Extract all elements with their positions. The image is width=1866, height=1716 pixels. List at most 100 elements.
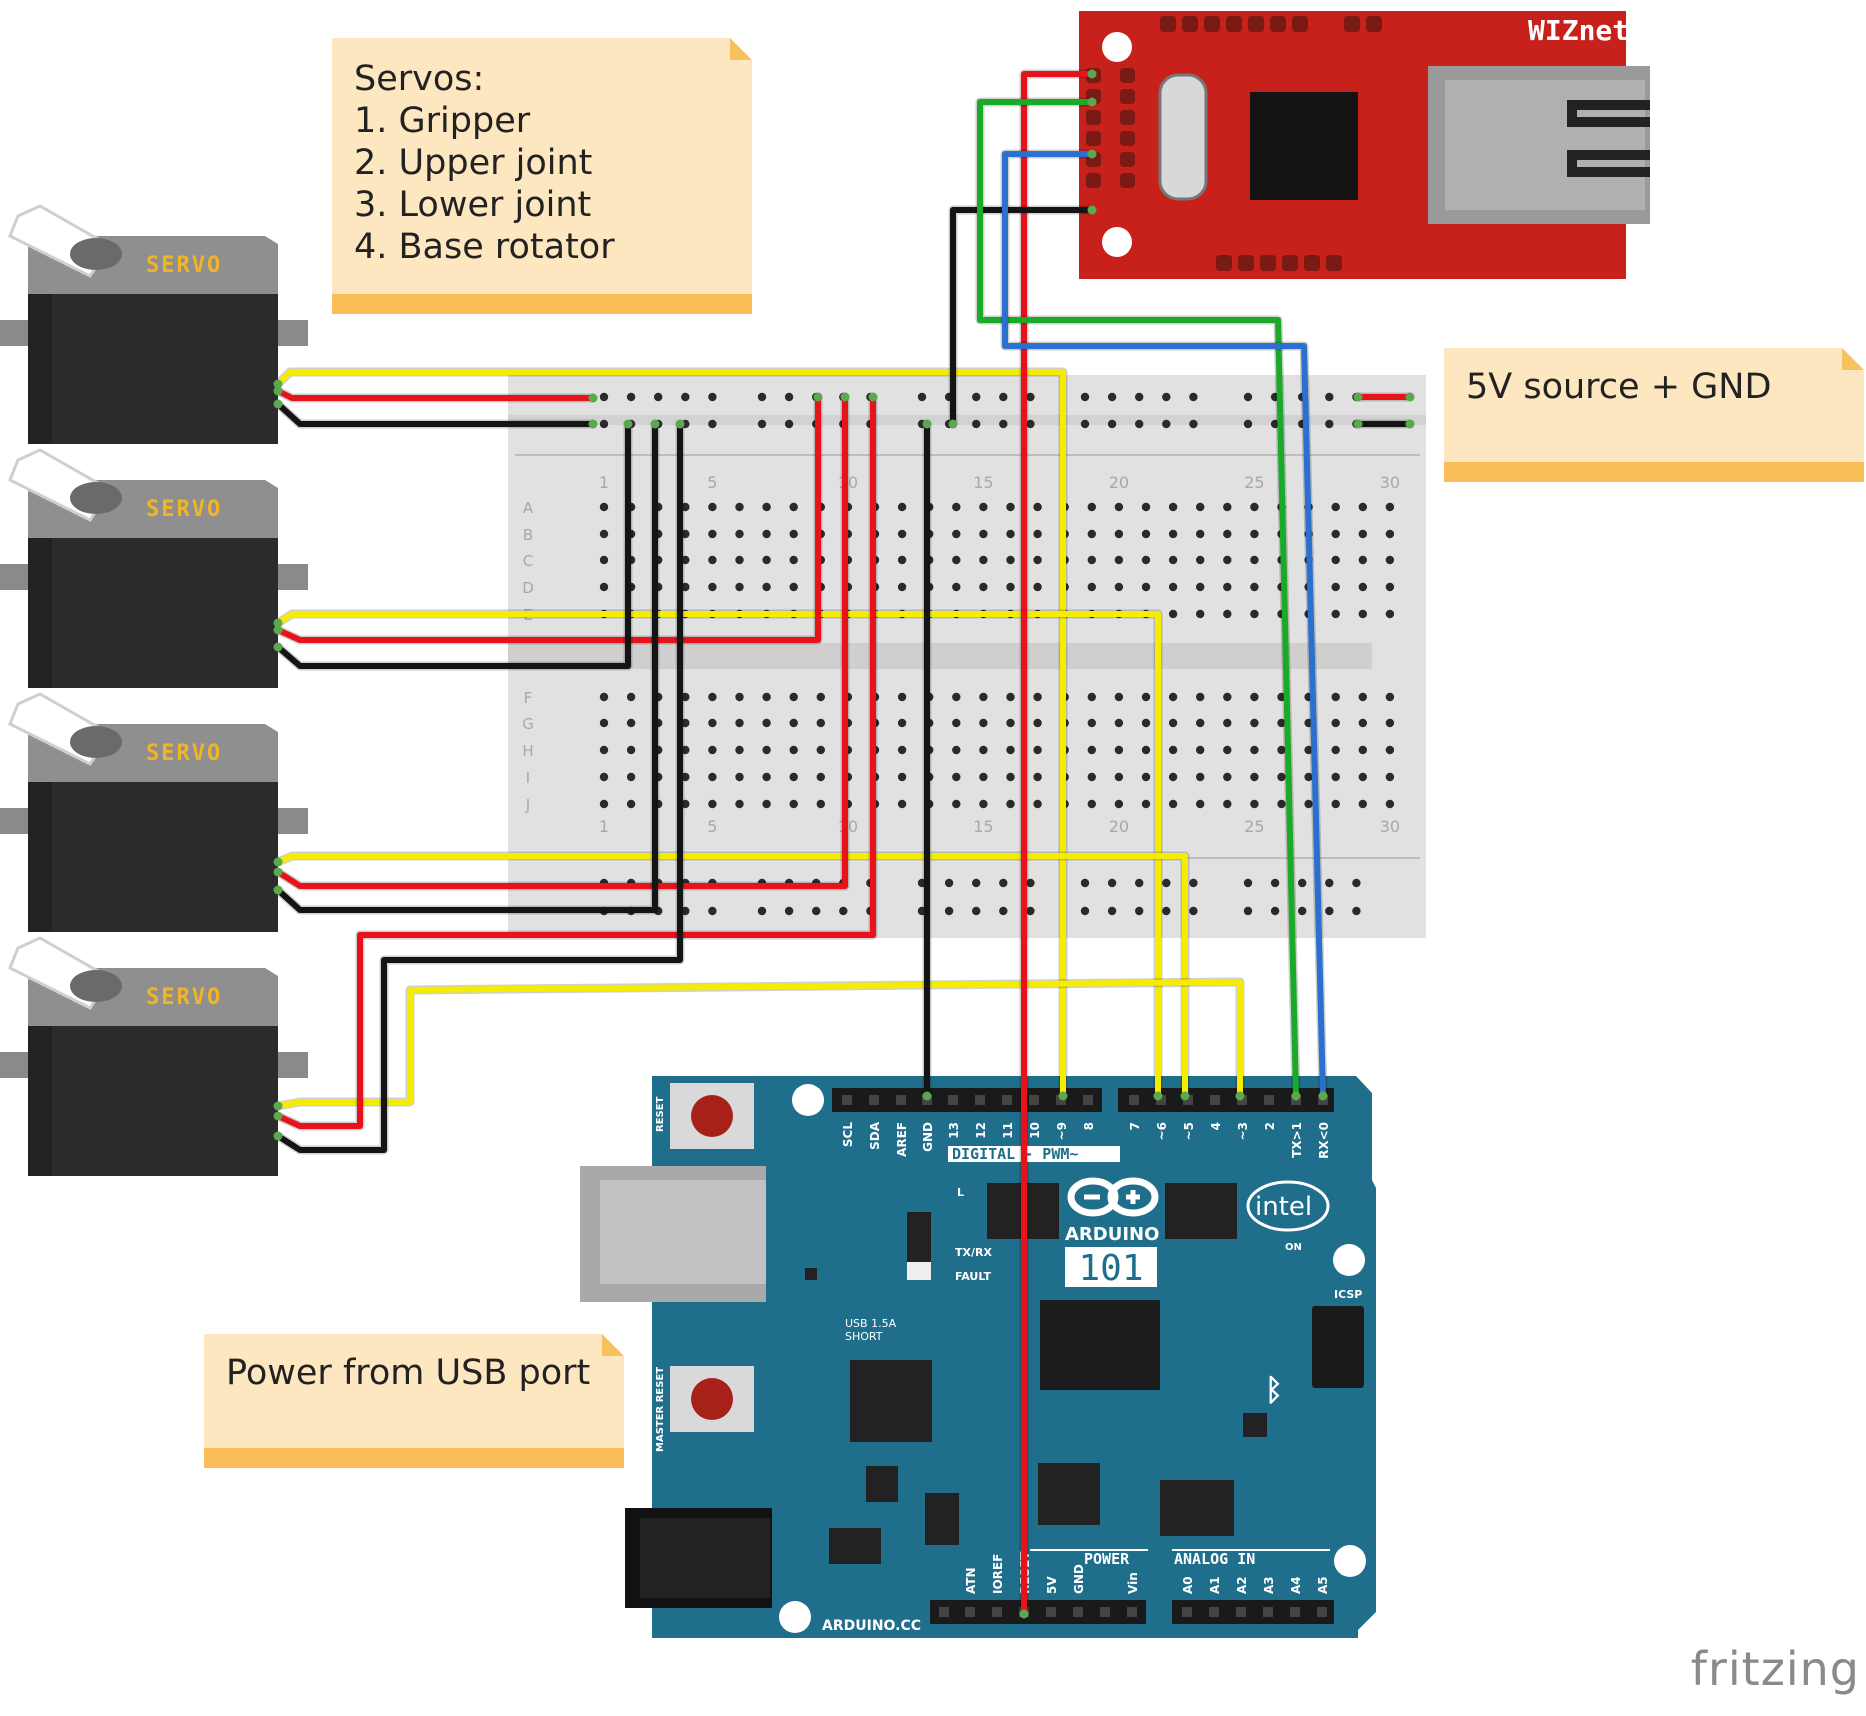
breadboard-hole — [952, 745, 961, 755]
master-reset-button-cap — [691, 1378, 733, 1420]
breadboard-hole — [681, 718, 690, 728]
breadboard-hole — [1250, 529, 1259, 539]
breadboard-rail-hole — [1107, 906, 1117, 916]
breadboard-column-number: 1 — [599, 473, 609, 492]
wire-endpoints — [273, 69, 1415, 1619]
servo-list-note: Servos: 1. Gripper 2. Upper joint 3. Low… — [332, 38, 752, 314]
breadboard-hole — [1331, 529, 1340, 539]
breadboard-rail-hole — [972, 906, 981, 916]
wire-servo1-signal — [275, 369, 1066, 1099]
wire-endpoint — [588, 393, 598, 403]
breadboard-hole — [626, 799, 636, 809]
breadboard-hole — [1385, 502, 1395, 512]
servo-body — [28, 538, 278, 688]
header-pin — [948, 1095, 958, 1105]
arduino-101-board: ᛒ ARDUINO 101 intel ON ICSP L TX/RX FAUL… — [580, 1076, 1376, 1638]
breadboard-hole — [1033, 582, 1042, 592]
wire-servo2-power — [275, 394, 821, 643]
breadboard-hole — [1385, 609, 1395, 619]
wiznet-pin — [1120, 152, 1135, 167]
master-reset-label: MASTER RESET — [655, 1367, 666, 1452]
wire-wiznet-tx — [977, 99, 1299, 1099]
breadboard-hole — [1087, 529, 1097, 539]
wiznet-crystal — [1158, 73, 1208, 201]
wire-endpoint — [273, 867, 283, 877]
wire-endpoint — [922, 419, 932, 429]
breadboard-hole — [897, 799, 907, 809]
servo-list-item: 4. Base rotator — [354, 227, 615, 267]
breadboard-hole — [735, 529, 744, 539]
breadboard-hole — [1033, 555, 1042, 565]
breadboard-hole — [952, 555, 961, 565]
power-header-label: POWER — [1084, 1550, 1130, 1568]
breadboard-hole — [1114, 555, 1124, 565]
servo-label: SERVO — [146, 497, 222, 522]
wire-endpoint — [840, 392, 850, 402]
breadboard-column-number: 20 — [1109, 817, 1129, 836]
wiznet-pin — [1120, 68, 1135, 83]
wire-endpoint — [813, 392, 823, 402]
note-fold — [602, 1334, 624, 1356]
breadboard-column-number: 30 — [1380, 473, 1400, 492]
header-pin — [1046, 1607, 1056, 1617]
intel-logo: intel — [1255, 1192, 1312, 1222]
breadboard-hole — [979, 745, 988, 755]
breadboard-hole — [1087, 582, 1097, 592]
breadboard-hole — [708, 529, 717, 539]
wiznet-mount-hole — [1102, 32, 1132, 62]
breadboard-hole — [1196, 582, 1205, 592]
breadboard-rail-hole — [1325, 906, 1334, 916]
smd-component — [805, 1268, 817, 1280]
breadboard-rail-hole — [1325, 878, 1334, 888]
header-pin — [896, 1095, 906, 1105]
usb-fuse-text: USB 1.5A — [845, 1317, 897, 1330]
breadboard-hole — [816, 799, 825, 809]
breadboard-hole — [1358, 772, 1368, 782]
breadboard-hole — [816, 745, 825, 755]
breadboard-hole — [789, 582, 798, 592]
wire-endpoint — [1087, 205, 1097, 215]
breadboard-hole — [1331, 772, 1340, 782]
breadboard-hole — [1196, 692, 1205, 702]
note-fold — [730, 38, 752, 60]
header-pin — [992, 1607, 1002, 1617]
breadboard-hole — [1087, 502, 1097, 512]
header-pin — [1156, 1095, 1166, 1105]
wire-endpoint — [1180, 1091, 1190, 1101]
breadboard-hole — [1223, 692, 1232, 702]
breadboard-hole — [979, 529, 988, 539]
breadboard-row-letter: A — [523, 499, 534, 517]
wiznet-pin — [1366, 16, 1382, 32]
wiznet-pin — [1216, 255, 1232, 271]
breadboard-row-letter: J — [525, 796, 530, 814]
chip — [829, 1528, 881, 1564]
breadboard-hole — [1196, 745, 1205, 755]
breadboard-hole — [1223, 582, 1232, 592]
breadboard-hole — [897, 745, 907, 755]
usb-power-text: Power from USB port — [226, 1353, 591, 1393]
wire-endpoint — [273, 399, 283, 409]
usb-b-port-face — [600, 1180, 766, 1284]
breadboard-hole — [1168, 609, 1178, 619]
pin-label: 5V — [1045, 1576, 1059, 1594]
servo-shaft — [70, 970, 122, 1002]
breadboard-hole — [1331, 718, 1340, 728]
breadboard-hole — [599, 692, 609, 702]
servo-body-edge — [28, 782, 52, 932]
breadboard-hole — [1196, 529, 1205, 539]
breadboard-hole — [1006, 772, 1015, 782]
breadboard-hole — [1168, 529, 1178, 539]
wire-endpoint — [922, 1091, 932, 1101]
breadboard-hole — [599, 529, 609, 539]
breadboard-hole — [762, 692, 771, 702]
pin-label: A5 — [1316, 1576, 1330, 1594]
rj45-jack-face — [1445, 80, 1645, 210]
servo-shaft — [70, 238, 122, 270]
breadboard-rail-hole — [1352, 906, 1361, 916]
on-led-label: ON — [1285, 1242, 1302, 1253]
breadboard-rail-hole — [1135, 419, 1144, 429]
breadboard-hole — [1331, 609, 1340, 619]
breadboard-hole — [681, 772, 690, 782]
pin-label: SDA — [868, 1121, 882, 1150]
wire-endpoint — [273, 379, 283, 389]
